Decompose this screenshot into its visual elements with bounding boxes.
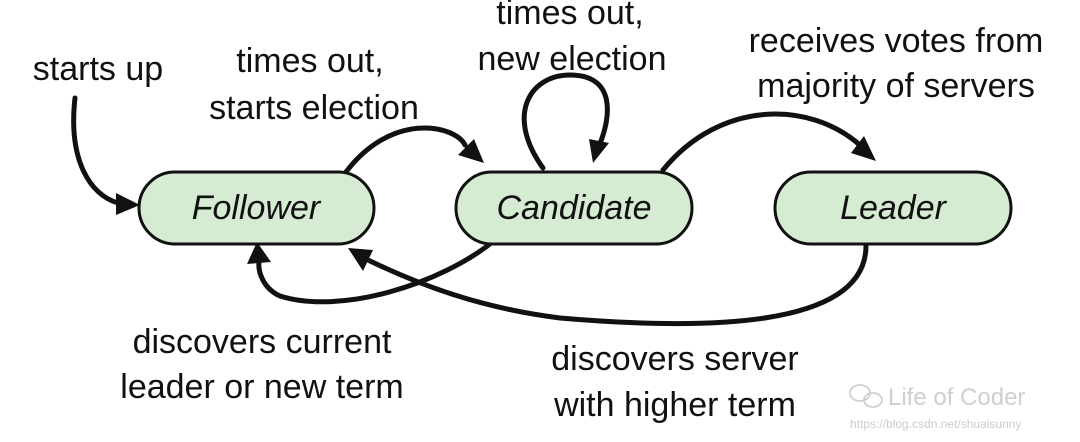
label-starts-up: starts up — [33, 50, 163, 88]
state-follower-label: Follower — [192, 189, 322, 227]
watermark: Life of Coder https://blog.csdn.net/shua… — [849, 384, 1025, 431]
label-times-out-starts-election-line2: starts election — [209, 89, 419, 127]
state-leader: Leader — [773, 170, 1013, 246]
label-discovers-current-leader-line1: discovers current — [133, 323, 392, 361]
edge-starts-up — [71, 95, 140, 215]
edge-candidate-to-follower — [247, 237, 498, 305]
edge-follower-to-candidate — [340, 125, 484, 179]
label-receives-votes-line2: majority of servers — [757, 67, 1035, 105]
state-leader-label: Leader — [840, 189, 948, 227]
state-candidate: Candidate — [454, 170, 694, 246]
watermark-brand: Life of Coder — [888, 384, 1025, 411]
label-receives-votes-line1: receives votes from — [749, 22, 1044, 60]
label-times-out-starts-election-line1: times out, — [236, 42, 383, 80]
edge-candidate-to-leader — [660, 111, 876, 173]
state-follower: Follower — [137, 170, 376, 246]
label-times-out-new-election-line1: times out, — [496, 0, 643, 32]
wechat-icon — [849, 384, 883, 408]
label-discovers-server-higher-term-line2: with higher term — [553, 386, 796, 424]
edge-leader-to-follower — [348, 241, 869, 327]
label-discovers-server-higher-term-line1: discovers server — [551, 340, 799, 378]
label-times-out-new-election-line2: new election — [477, 40, 666, 78]
state-candidate-label: Candidate — [496, 189, 651, 227]
edge-candidate-self-loop — [521, 72, 610, 171]
label-discovers-current-leader-line2: leader or new term — [120, 368, 403, 406]
watermark-url: https://blog.csdn.net/shuaisunny — [850, 417, 1021, 431]
